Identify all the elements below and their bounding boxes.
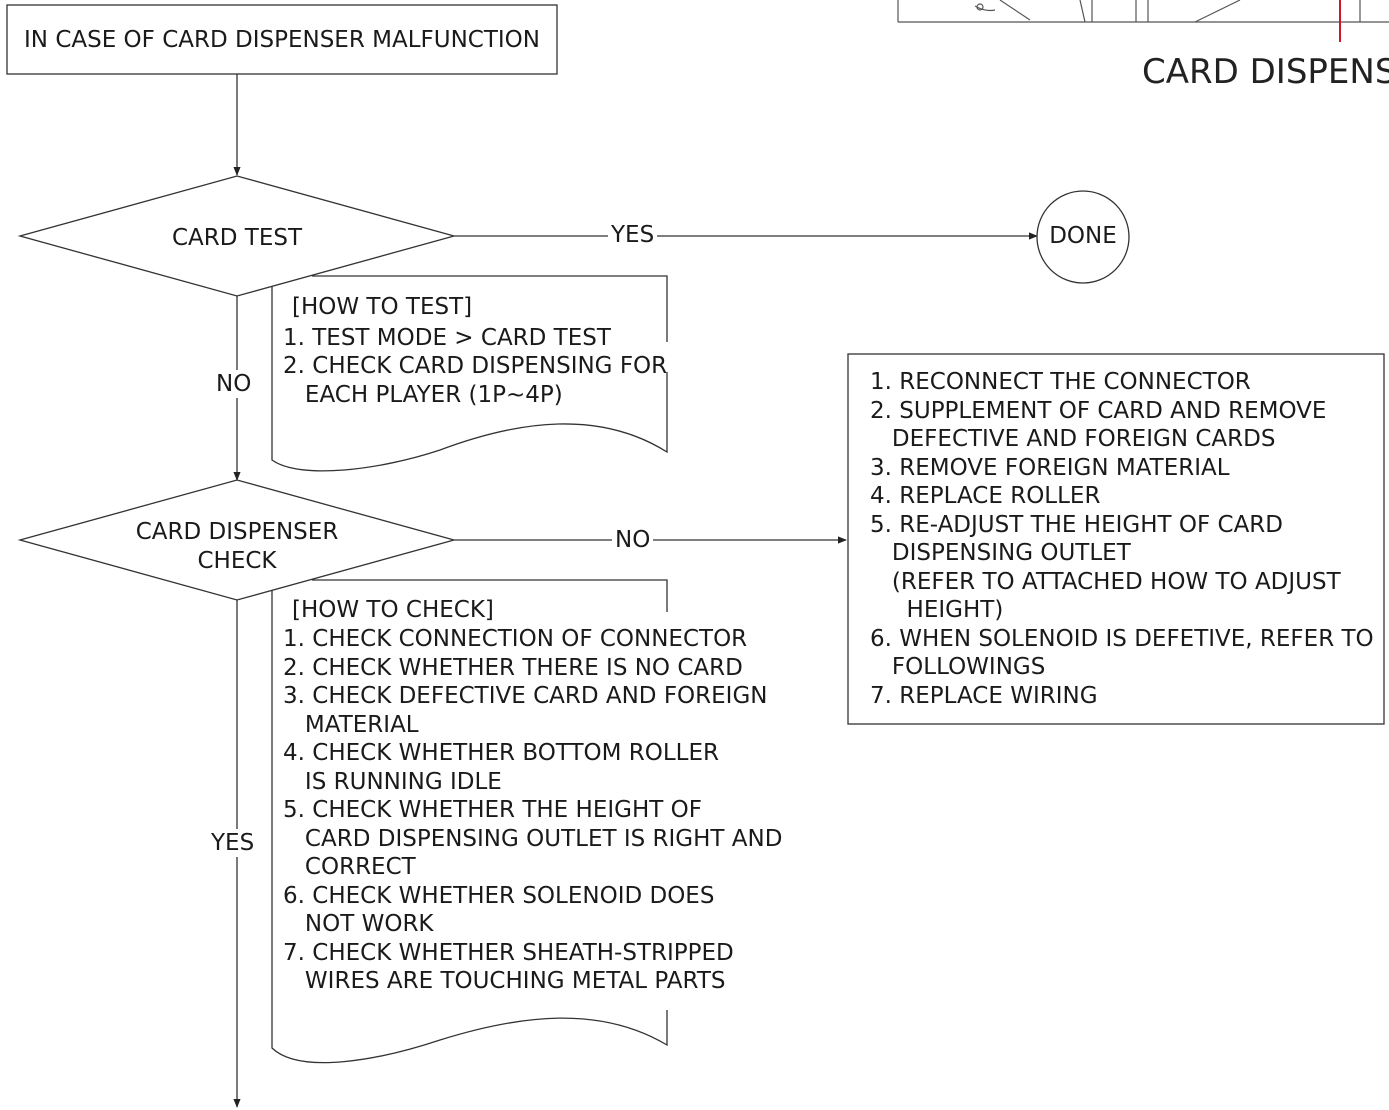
how-to-check-line: IS RUNNING IDLE (283, 768, 502, 795)
remedy-line: 3. REMOVE FOREIGN MATERIAL (870, 454, 1230, 481)
remedy-line: 6. WHEN SOLENOID IS DEFETIVE, REFER TO (870, 625, 1374, 652)
done-terminal (1036, 190, 1130, 284)
machine-illustration (897, 0, 1389, 23)
remedy-box (847, 353, 1385, 725)
remedy-line: DISPENSING OUTLET (870, 540, 1131, 566)
how-to-check-line: 5. CHECK WHETHER THE HEIGHT OF (283, 797, 702, 823)
how-to-check-line: CARD DISPENSING OUTLET IS RIGHT AND (283, 825, 783, 852)
yes-label-test: YES (608, 221, 658, 249)
how-to-check-title: [HOW TO CHECK] (292, 597, 494, 623)
how-to-check-line: CORRECT (283, 854, 416, 880)
remedy-line: 5. RE-ADJUST THE HEIGHT OF CARD (870, 511, 1283, 538)
start-label: IN CASE OF CARD DISPENSER MALFUNCTION (24, 27, 540, 53)
dispenser-check-label-2: CHECK (197, 548, 277, 574)
how-to-test-line-2: 2. CHECK CARD DISPENSING FOR (283, 353, 668, 379)
remedy-line: 2. SUPPLEMENT OF CARD AND REMOVE (870, 397, 1327, 424)
how-to-check-note-shape (271, 579, 668, 1064)
card-dispenser-header: CARD DISPENS (1142, 52, 1389, 92)
how-to-check-line: 6. CHECK WHETHER SOLENOID DOES (283, 882, 715, 909)
how-to-check-line: MATERIAL (283, 711, 419, 738)
start-box (6, 4, 558, 75)
how-to-check-line: 1. CHECK CONNECTION OF CONNECTOR (283, 626, 748, 652)
how-to-test-line-1: 1. TEST MODE > CARD TEST (283, 325, 611, 351)
how-to-check-line: 7. CHECK WHETHER SHEATH-STRIPPED (283, 939, 734, 966)
how-to-check-line: 2. CHECK WHETHER THERE IS NO CARD (283, 654, 743, 681)
no-label-check: NO (612, 526, 654, 554)
dispenser-check-label-1: CARD DISPENSER (135, 519, 339, 545)
how-to-test-note-shape (271, 275, 668, 472)
how-to-test-title: [HOW TO TEST] (292, 294, 473, 320)
yes-label-check: YES (208, 829, 258, 857)
remedy-line: HEIGHT) (870, 597, 1004, 623)
remedy-line: 4. REPLACE ROLLER (870, 483, 1101, 509)
remedy-line: DEFECTIVE AND FOREIGN CARDS (870, 426, 1276, 452)
how-to-check-list: 1. CHECK CONNECTION OF CONNECTOR 2. CHEC… (283, 625, 782, 996)
how-to-test-line-3: EACH PLAYER (1P~4P) (283, 382, 563, 408)
card-test-label: CARD TEST (171, 225, 303, 251)
no-label-test: NO (213, 370, 255, 398)
how-to-check-line: 3. CHECK DEFECTIVE CARD AND FOREIGN (283, 683, 768, 709)
remedy-line: FOLLOWINGS (870, 654, 1046, 680)
remedy-list: 1. RECONNECT THE CONNECTOR 2. SUPPLEMENT… (870, 368, 1374, 710)
remedy-line: 7. REPLACE WIRING (870, 682, 1098, 709)
remedy-line: (REFER TO ATTACHED HOW TO ADJUST (870, 568, 1341, 595)
how-to-check-line: WIRES ARE TOUCHING METAL PARTS (283, 968, 726, 994)
done-label: DONE (1049, 223, 1117, 249)
how-to-check-line: NOT WORK (283, 911, 434, 937)
how-to-check-line: 4. CHECK WHETHER BOTTOM ROLLER (283, 740, 719, 766)
remedy-line: 1. RECONNECT THE CONNECTOR (870, 369, 1251, 395)
